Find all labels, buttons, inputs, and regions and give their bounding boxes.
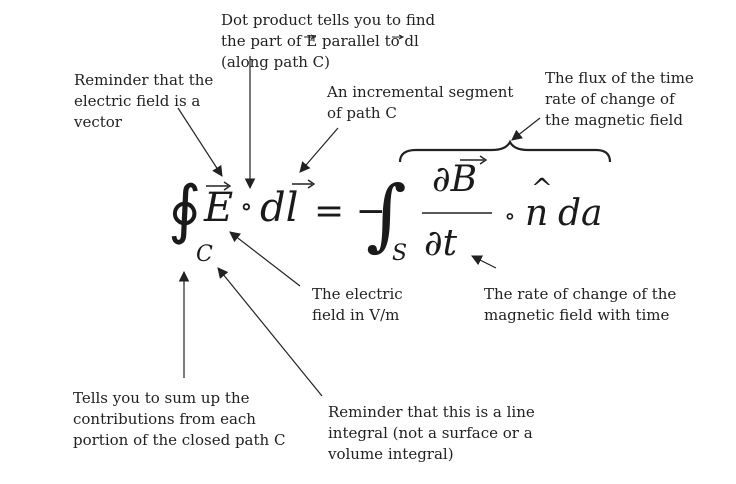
dot-operator: ∘ (240, 192, 253, 222)
closed-integral-sign: ∮ (168, 173, 202, 247)
arrow-rate-of-change (471, 255, 497, 269)
surface-integral-sign: ∫ (366, 170, 407, 260)
surface-subscript: S (392, 241, 408, 266)
annotation-line-integral: Reminder that this is a line integral (n… (328, 403, 535, 463)
path-subscript: C (196, 242, 213, 267)
arrow-reminder-vector (177, 107, 223, 177)
annotation-vector-E-mark (304, 34, 317, 40)
annotation-rate-of-change: The rate of change of the magnetic field… (484, 285, 677, 324)
arrow-flux (511, 117, 541, 141)
annotation-reminder-vector: Reminder that the electric field is a ve… (74, 71, 214, 131)
dot-operator-2: ∘ (504, 202, 516, 230)
annotation-electric-field: The electric field in V/m (312, 285, 403, 324)
annotation-sum-up: Tells you to sum up the contributions fr… (73, 389, 286, 449)
fraction-numerator: ∂B (432, 159, 478, 200)
annotation-flux-time-rate: The flux of the time rate of change of t… (545, 69, 694, 129)
annotation-incremental-segment: An incremental segment of path C (327, 83, 514, 122)
arrow-line-integral (217, 267, 323, 397)
symbol-da: da (558, 193, 603, 234)
vector-arrow-E (206, 181, 232, 191)
arrow-electric-field (229, 231, 301, 287)
arrow-incremental-segment (299, 127, 339, 173)
overbrace (398, 139, 612, 163)
equals-minus: = − (314, 191, 386, 232)
annotation-dot-product: Dot product tells you to find the part o… (221, 11, 436, 71)
unit-normal-hat: ^ (531, 174, 553, 204)
unit-normal-n: n (525, 193, 549, 234)
annotation-vector-l-mark (392, 34, 405, 40)
vector-arrow-B (460, 155, 488, 165)
symbol-dl: dl (260, 185, 299, 231)
vector-arrow-l (292, 179, 316, 189)
symbol-E: E (204, 185, 234, 231)
fraction-denominator: ∂t (424, 223, 458, 264)
